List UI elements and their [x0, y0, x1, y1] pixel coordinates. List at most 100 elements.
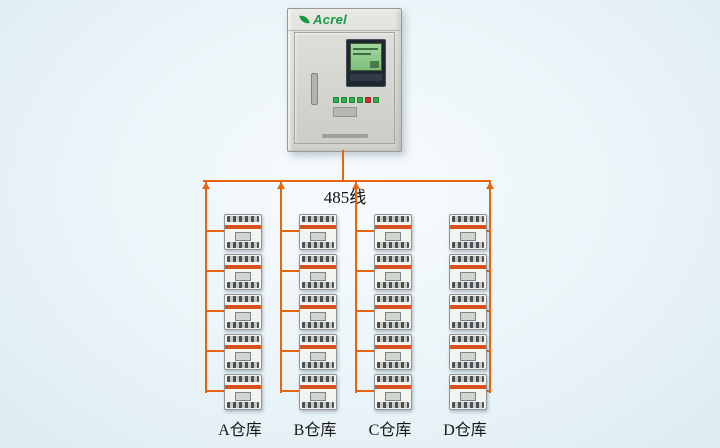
device-display — [460, 392, 476, 401]
terminal-row-top — [302, 336, 334, 342]
device-stripe — [300, 225, 336, 229]
terminal-row-top — [452, 376, 484, 382]
cabinet-nameplate — [321, 134, 368, 138]
terminal-row-bottom — [452, 282, 484, 288]
device-display — [310, 272, 326, 281]
device-stub-line — [280, 310, 299, 312]
screen-content-line — [353, 48, 378, 50]
device-stub-line — [487, 390, 491, 392]
device-stripe — [450, 265, 486, 269]
device-stub-line — [487, 270, 491, 272]
terminal-row-bottom — [452, 242, 484, 248]
device-stub-line — [205, 270, 224, 272]
terminal-row-top — [227, 256, 259, 262]
device-stub-line — [280, 390, 299, 392]
indicator-light — [349, 97, 355, 103]
terminal-row-bottom — [377, 242, 409, 248]
device-stripe — [300, 385, 336, 389]
warehouse-label: A仓库 — [218, 422, 262, 439]
screen-content-block — [370, 61, 379, 68]
device-display — [310, 352, 326, 361]
terminal-row-bottom — [452, 402, 484, 408]
device-stripe — [300, 345, 336, 349]
terminal-row-top — [377, 376, 409, 382]
meter-device — [224, 214, 262, 250]
cabinet-drop-line — [342, 150, 344, 182]
meter-device — [374, 254, 412, 290]
meter-device — [374, 294, 412, 330]
terminal-row-top — [302, 296, 334, 302]
hmi-display-module — [346, 39, 386, 87]
device-stripe — [300, 305, 336, 309]
terminal-row-bottom — [452, 322, 484, 328]
device-stripe — [450, 385, 486, 389]
terminal-row-top — [227, 216, 259, 222]
device-stub-line — [280, 350, 299, 352]
cabinet-door — [294, 32, 395, 144]
device-display — [310, 312, 326, 321]
device-stub-line — [355, 390, 374, 392]
device-stripe — [450, 345, 486, 349]
device-stripe — [375, 265, 411, 269]
device-display — [460, 312, 476, 321]
device-stripe — [225, 305, 261, 309]
hmi-keypad — [350, 74, 382, 81]
bus-branch-line — [205, 180, 207, 393]
terminal-row-bottom — [377, 402, 409, 408]
meter-device — [299, 214, 337, 250]
terminal-row-bottom — [227, 362, 259, 368]
terminal-row-bottom — [227, 282, 259, 288]
device-stub-line — [487, 350, 491, 352]
arrow-up-icon — [277, 182, 285, 189]
indicator-light — [365, 97, 371, 103]
device-stripe — [225, 225, 261, 229]
indicator-light — [357, 97, 363, 103]
acrel-control-cabinet: Acrel — [287, 8, 402, 152]
device-stub-line — [487, 230, 491, 232]
terminal-row-bottom — [227, 402, 259, 408]
device-stub-line — [355, 310, 374, 312]
indicator-lights — [333, 97, 379, 103]
terminal-row-bottom — [377, 282, 409, 288]
hmi-lcd-screen — [350, 43, 382, 71]
bus-branch-line — [280, 180, 282, 393]
terminal-row-bottom — [302, 362, 334, 368]
terminal-row-top — [377, 216, 409, 222]
device-display — [235, 232, 251, 241]
meter-device — [374, 214, 412, 250]
meter-device — [224, 294, 262, 330]
meter-device — [299, 374, 337, 410]
bus-branch-line — [489, 180, 491, 393]
warehouse-label: D仓库 — [443, 422, 487, 439]
device-stripe — [375, 305, 411, 309]
terminal-row-bottom — [302, 242, 334, 248]
device-display — [310, 232, 326, 241]
terminal-row-top — [377, 256, 409, 262]
terminal-row-top — [452, 216, 484, 222]
meter-device — [374, 334, 412, 370]
meter-device — [449, 294, 487, 330]
terminal-row-top — [452, 336, 484, 342]
meter-device — [224, 334, 262, 370]
terminal-row-bottom — [302, 282, 334, 288]
device-display — [385, 272, 401, 281]
meter-device — [449, 254, 487, 290]
acrel-leaf-icon — [299, 14, 310, 25]
terminal-row-top — [227, 376, 259, 382]
terminal-row-top — [302, 256, 334, 262]
terminal-row-bottom — [452, 362, 484, 368]
warehouse-label: B仓库 — [293, 422, 337, 439]
meter-device — [299, 254, 337, 290]
indicator-light — [341, 97, 347, 103]
device-stripe — [375, 385, 411, 389]
terminal-row-top — [302, 376, 334, 382]
device-display — [310, 392, 326, 401]
warehouse-label: C仓库 — [368, 422, 412, 439]
cabinet-top-panel: Acrel — [288, 9, 401, 31]
terminal-row-top — [452, 256, 484, 262]
meter-device — [299, 294, 337, 330]
terminal-row-top — [377, 336, 409, 342]
device-stub-line — [355, 230, 374, 232]
device-stub-line — [205, 310, 224, 312]
